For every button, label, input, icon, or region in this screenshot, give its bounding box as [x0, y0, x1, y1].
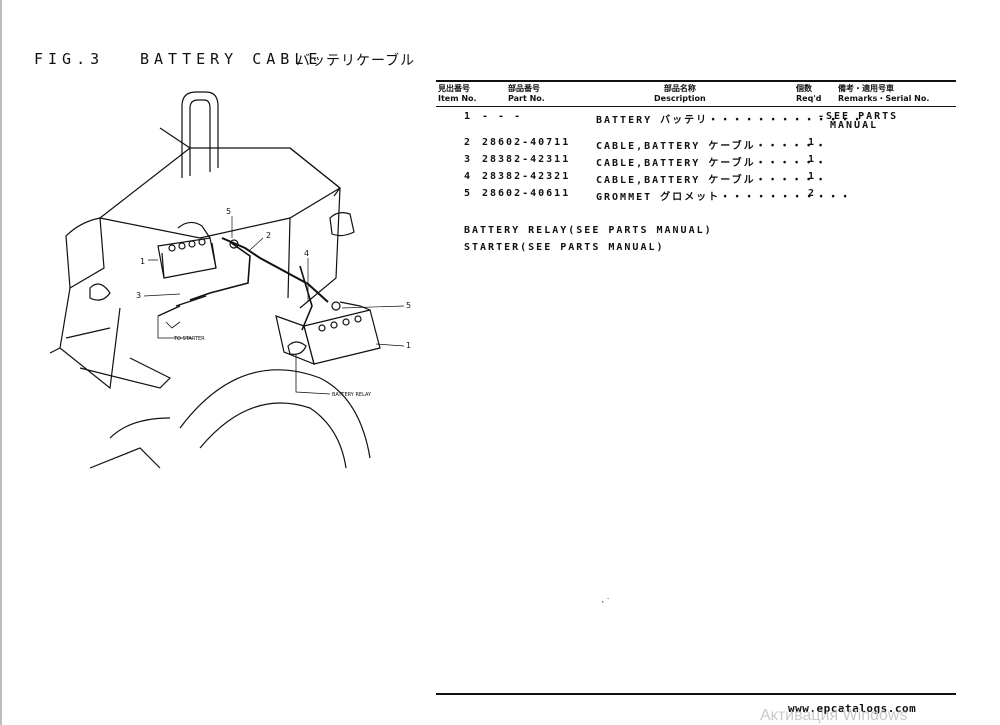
battery-cable-diagram: 5 2 1 3 4 5 1 TO STARTER BATTERY RELAY [49, 91, 411, 469]
page-border [0, 0, 2, 725]
label-to-starter: TO STARTER [173, 336, 205, 342]
callout-2: 2 [266, 231, 271, 240]
site-url-link[interactable]: www.epcatalogs.com [788, 702, 917, 715]
note-starter: STARTER(SEE PARTS MANUAL) [464, 242, 665, 253]
table-row: 1 - - - BATTERY バッテリ・・・・・・・・・・・・・ - SEE … [464, 111, 899, 131]
callout-1b: 1 [406, 341, 411, 350]
callout-1: 1 [140, 257, 145, 266]
table-header-rule [436, 106, 956, 107]
scan-speck: ·˙ [600, 598, 611, 608]
windows-activation-watermark: Активация Windows [760, 707, 908, 724]
bottom-rule [436, 693, 956, 695]
callout-4: 4 [304, 249, 309, 258]
table-row: 3 28382-42311 CABLE,BATTERY ケーブル・・・・・・ 1 [464, 154, 828, 169]
label-battery-relay: BATTERY RELAY [332, 392, 372, 398]
table-row: 2 28602-40711 CABLE,BATTERY ケーブル・・・・・・ 1 [464, 137, 828, 152]
figure-number: FIG.3 [34, 50, 105, 68]
callout-5b: 5 [406, 301, 411, 310]
figure-title: BATTERY CABLE [140, 50, 323, 68]
table-top-rule [436, 80, 956, 82]
table-row: 4 28382-42321 CABLE,BATTERY ケーブル・・・・・・ 1 [464, 171, 828, 186]
callout-3: 3 [136, 291, 141, 300]
table-row: 5 28602-40611 GROMMET グロメット・・・・・・・・・・・ 2 [464, 188, 853, 203]
note-battery-relay: BATTERY RELAY(SEE PARTS MANUAL) [464, 225, 713, 236]
callout-5: 5 [226, 207, 231, 216]
figure-title-japanese: バッテリケーブル [296, 53, 416, 69]
